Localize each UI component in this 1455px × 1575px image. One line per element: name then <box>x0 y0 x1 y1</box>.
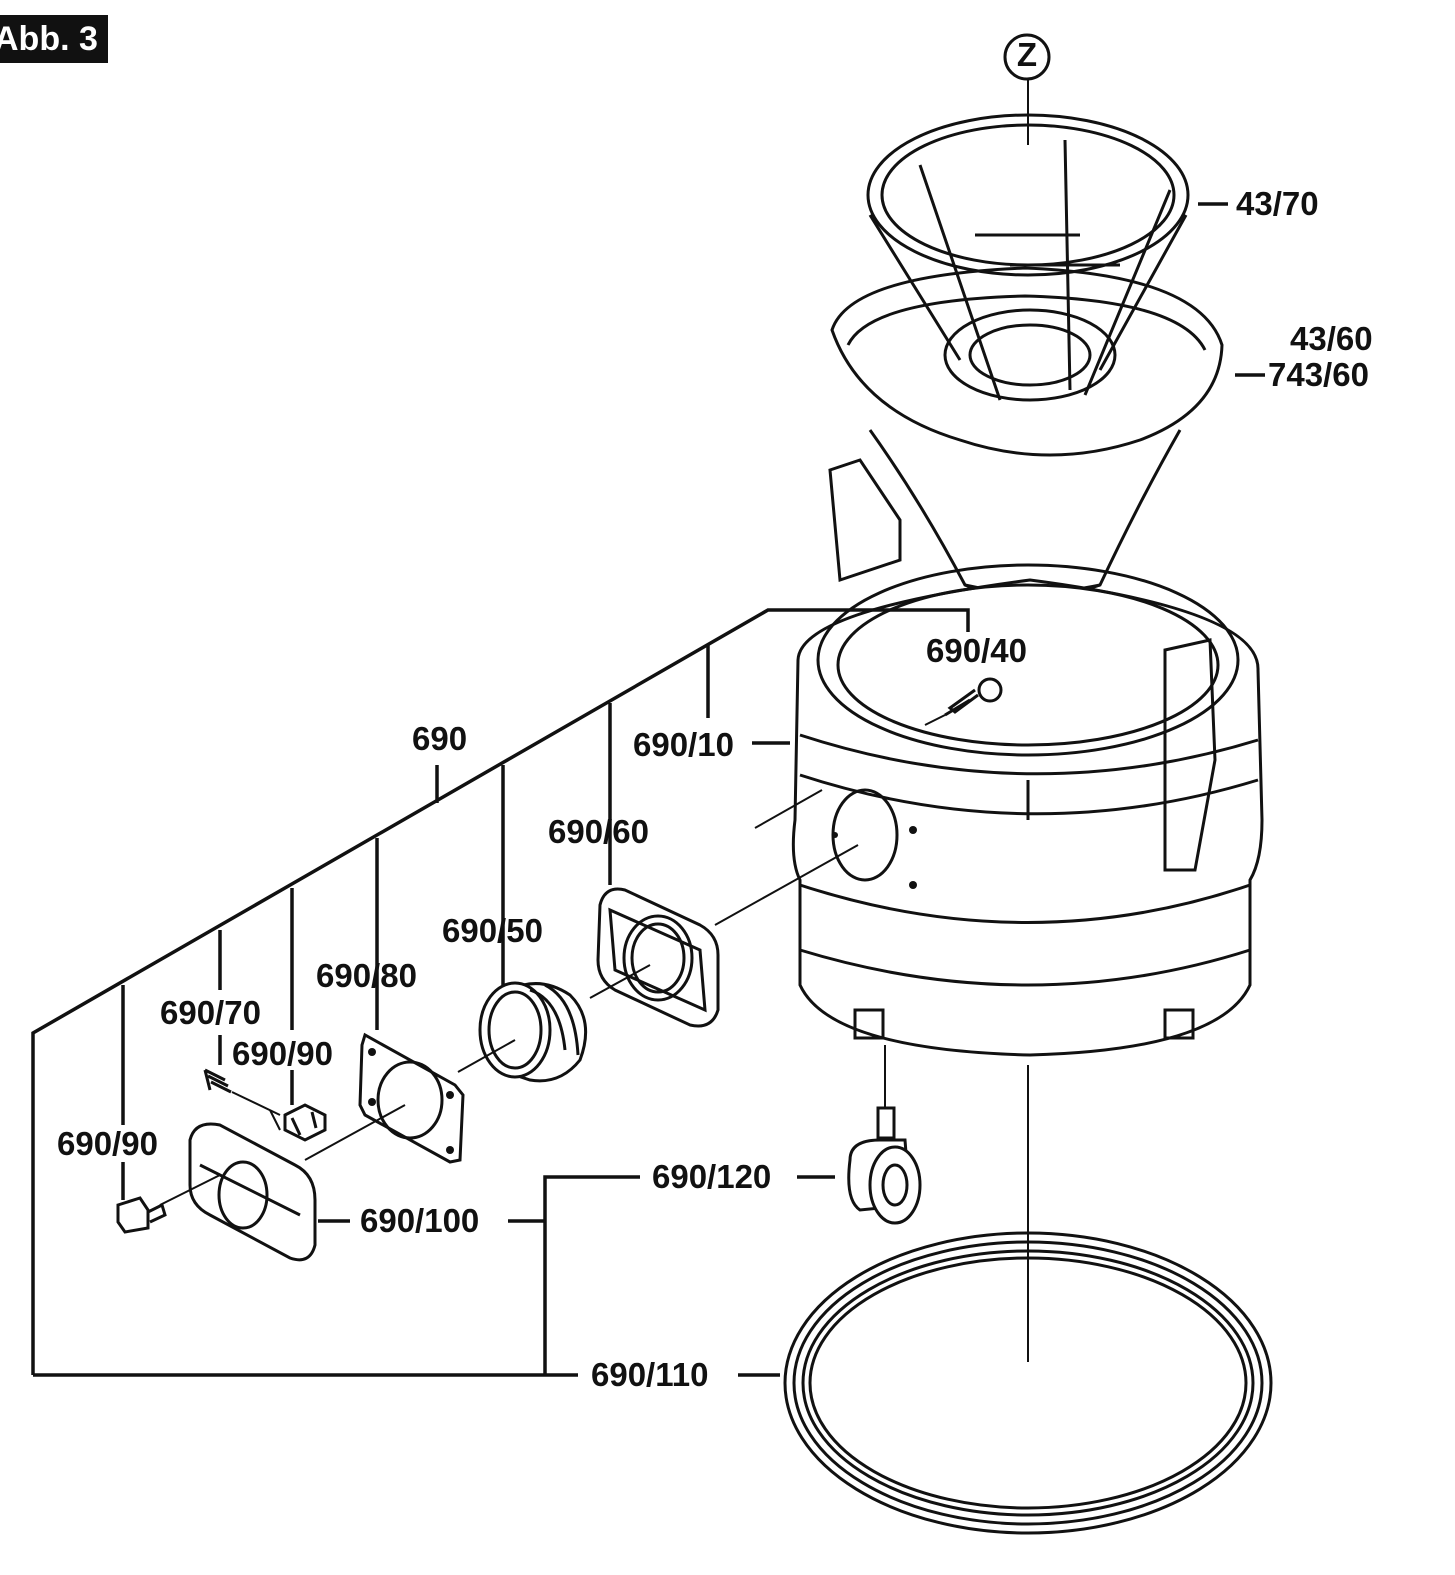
label-43-70: 43/70 <box>1236 185 1319 222</box>
figure-tag-text: Abb. 3 <box>0 20 98 58</box>
container-690-10 <box>791 458 1264 1057</box>
cover-690-100 <box>188 1122 317 1262</box>
label-690: 690 <box>412 720 467 757</box>
label-690-10: 690/10 <box>633 726 734 763</box>
spring-690-70 <box>203 1068 232 1094</box>
figure-tag: Abb. 3 <box>0 15 108 63</box>
label-690-110: 690/110 <box>591 1356 708 1393</box>
leader-lines <box>31 80 1265 1377</box>
label-43-60: 43/60 <box>1290 320 1373 357</box>
castor-690-120 <box>847 1045 922 1225</box>
callout-z: Z <box>1003 33 1051 81</box>
filter-bag-43-60 <box>830 266 1224 599</box>
label-690-70: 690/70 <box>160 994 261 1031</box>
label-690-80: 690/80 <box>316 957 417 994</box>
label-743-60: 743/60 <box>1268 356 1369 393</box>
label-690-90-top: 690/90 <box>232 1035 333 1072</box>
latch-690-90 <box>283 1103 327 1142</box>
flange-690-60 <box>596 887 720 1028</box>
screw-690-40 <box>924 677 1003 726</box>
label-690-50: 690/50 <box>442 912 543 949</box>
callout-z-text: Z <box>1017 36 1037 73</box>
label-690-120: 690/120 <box>652 1158 771 1195</box>
label-690-40: 690/40 <box>926 632 1027 669</box>
gasket-690-80 <box>358 1032 465 1164</box>
sleeve-690-50 <box>478 981 588 1083</box>
label-690-60: 690/60 <box>548 813 649 850</box>
filter-basket-43-70 <box>866 113 1190 402</box>
knob-690-90 <box>116 1196 167 1234</box>
label-690-100: 690/100 <box>360 1202 479 1239</box>
label-690-90-left: 690/90 <box>57 1125 158 1162</box>
